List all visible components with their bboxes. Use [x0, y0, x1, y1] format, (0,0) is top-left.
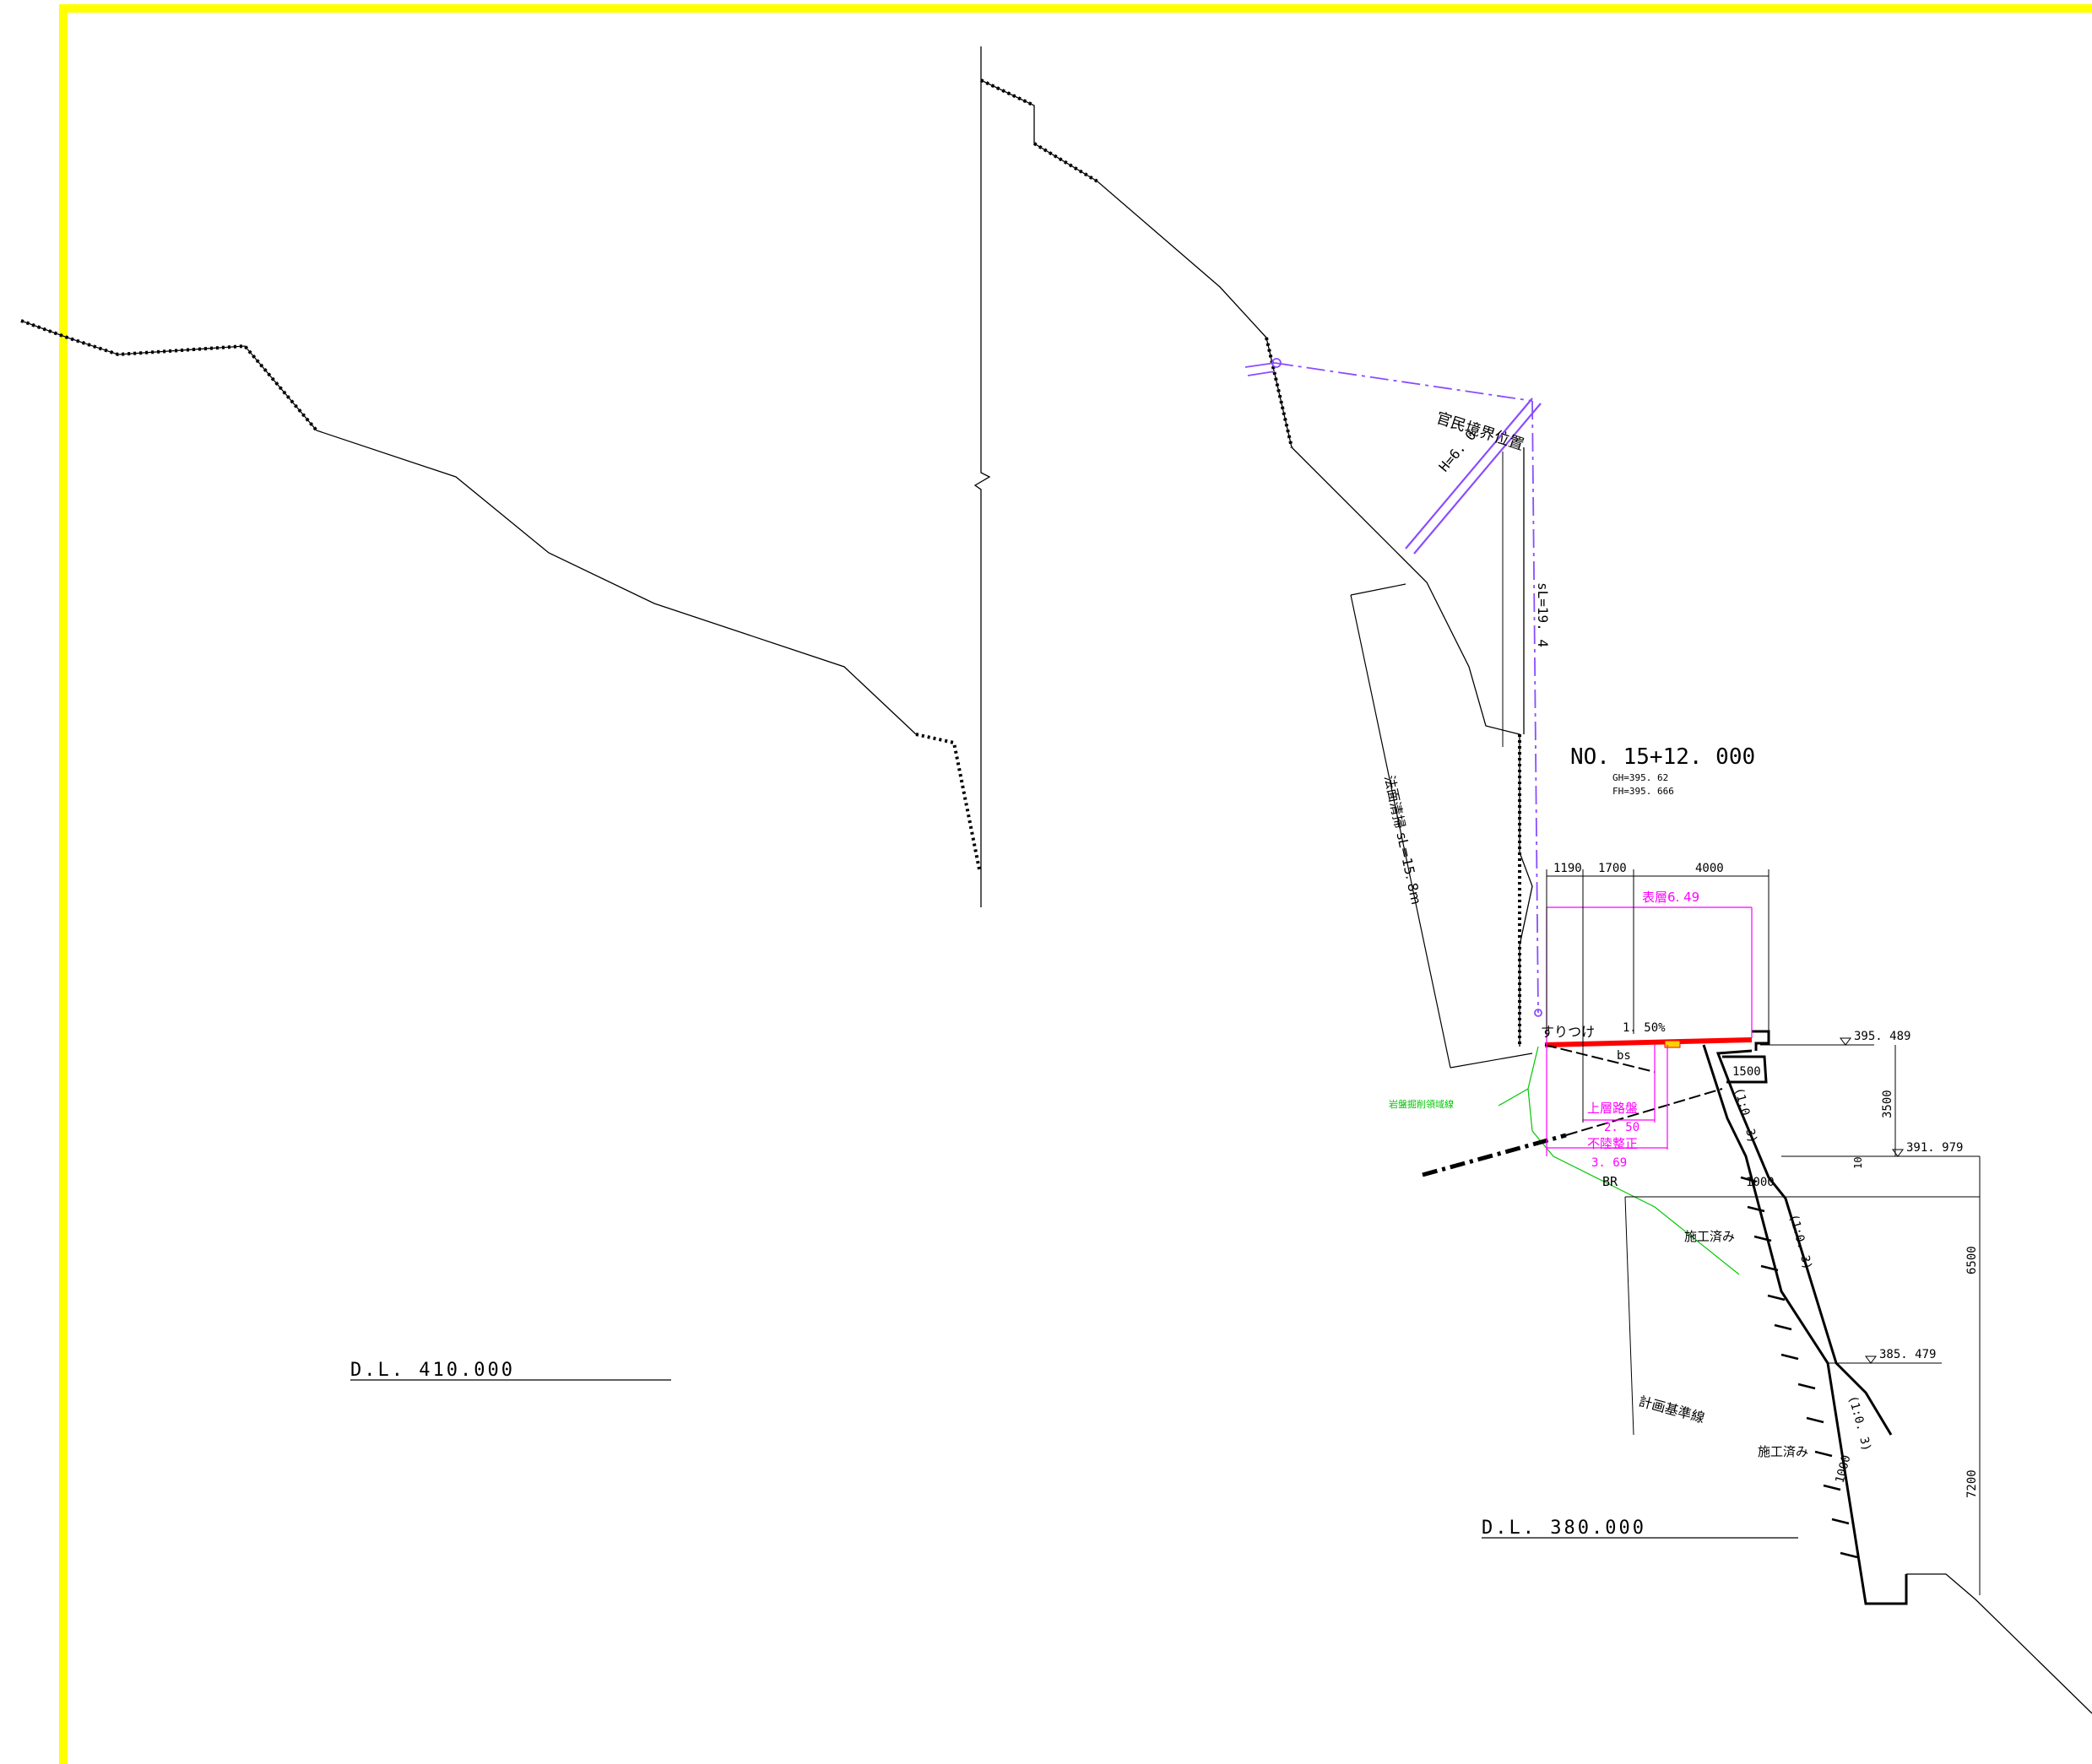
section-break-line	[973, 46, 991, 907]
retaining-wall	[1702, 1030, 1908, 1605]
slope-clean-label: 法面清掃 sL=15. 8m	[1381, 774, 1424, 906]
dim-7200: 7200	[1965, 1469, 1979, 1498]
construction-done-label-2: 施工済み	[1758, 1444, 1808, 1459]
plan-reference-label: 計画基準線	[1637, 1393, 1706, 1426]
dim-1000-b: 1000	[1833, 1453, 1853, 1485]
datum-upper: D.L. 410.000	[350, 1360, 515, 1381]
dim-6500: 6500	[1965, 1246, 1979, 1274]
upper-subbase-label: 上層路盤	[1587, 1101, 1638, 1116]
dim-3500: 3500	[1881, 1090, 1894, 1118]
sl-long-label: sL=19. 4	[1535, 582, 1551, 647]
datum-lower: D.L. 380.000	[1482, 1518, 1646, 1539]
br-label: BR	[1602, 1174, 1618, 1189]
dim-1000-a: 1000	[1746, 1176, 1775, 1189]
boundary-lines	[1244, 358, 1542, 1017]
dim-4000: 4000	[1695, 862, 1724, 875]
station-fh: FH=395. 666	[1612, 786, 1674, 797]
unevenness-label: 不陸整正	[1587, 1136, 1638, 1151]
wall-hatch-ticks	[1740, 1176, 1858, 1559]
boundary-position-label: 官民境界位置	[1434, 409, 1526, 454]
slope-clean-outline	[1350, 583, 1533, 1069]
station-gh: GH=395. 62	[1612, 772, 1668, 783]
elevation-1: 395. 489	[1854, 1030, 1910, 1043]
rock-excavation-label: 岩盤掘削領域線	[1389, 1098, 1454, 1110]
suritsuke-label: すりつけ	[1541, 1024, 1595, 1040]
station-title: NO. 15+12. 000	[1570, 744, 1755, 770]
slope-percent-label: 1. 50%	[1623, 1021, 1666, 1035]
right-terrain-profile	[980, 78, 2092, 1714]
dim-1190: 1190	[1553, 862, 1582, 875]
slope-ratio-c: (1:0. 3)	[1845, 1394, 1873, 1453]
elevation-2: 391. 979	[1906, 1141, 1963, 1155]
dim-1700: 1700	[1598, 862, 1627, 875]
left-terrain-profile	[20, 319, 981, 870]
bs-label: bs	[1617, 1049, 1631, 1063]
elevation-markers	[1840, 1037, 1904, 1364]
dim-1500: 1500	[1732, 1065, 1761, 1079]
dim-10: 10	[1852, 1157, 1864, 1169]
excavation-dashed-line	[1422, 1044, 1723, 1177]
datum-underlines	[350, 1379, 1798, 1539]
road-surface	[1544, 1037, 1753, 1048]
upper-subbase-value: 2. 50	[1604, 1121, 1639, 1134]
elevation-3: 385. 479	[1879, 1348, 1936, 1361]
slope-ratio-b: (1:0. 3)	[1786, 1213, 1814, 1271]
black-dimensions	[1502, 452, 1981, 1595]
drawing-frame	[59, 4, 2092, 1764]
construction-done-label-1: 施工済み	[1684, 1229, 1735, 1244]
surface-layer-label: 表層6. 49	[1642, 890, 1699, 905]
unevenness-value: 3. 69	[1591, 1156, 1627, 1170]
